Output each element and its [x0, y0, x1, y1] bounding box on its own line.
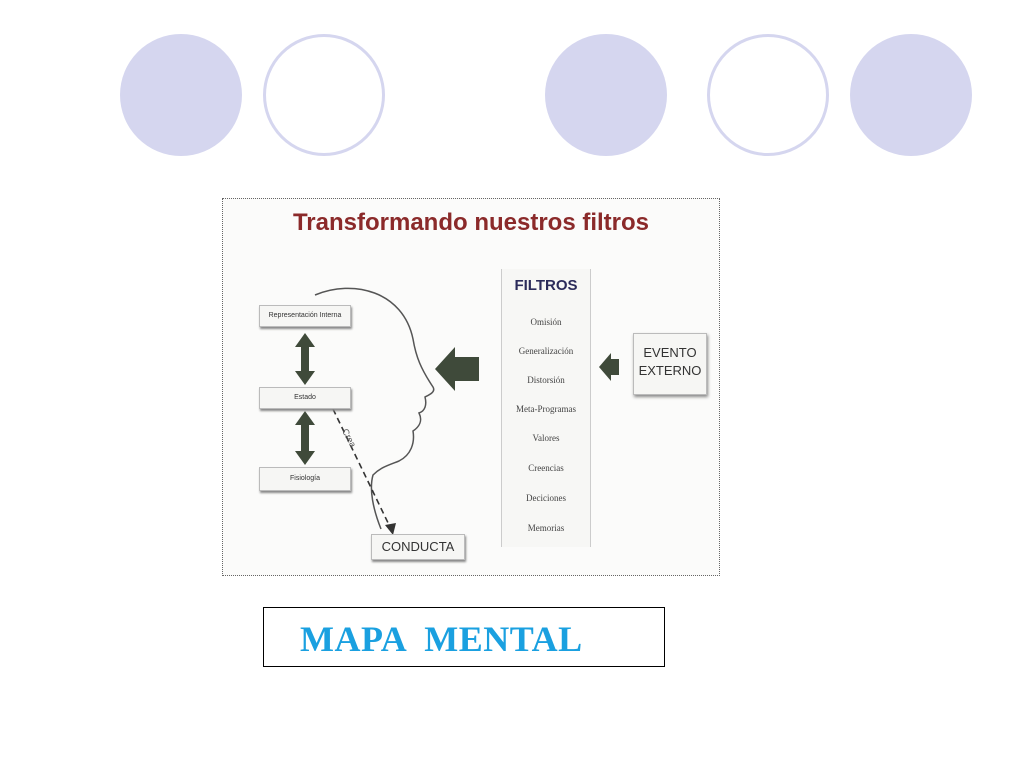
- caption-text: MAPA MENTAL: [300, 619, 583, 659]
- box-conducta: CONDUCTA: [371, 534, 465, 560]
- filtro-item: Deciciones: [526, 493, 566, 503]
- decorative-circle-2: [263, 34, 385, 156]
- double-arrow-lower: [295, 411, 315, 465]
- arrow-filtros-to-head: [435, 347, 479, 391]
- evento-line-1: EVENTO: [643, 345, 697, 360]
- box-fisiologia: Fisiología: [259, 467, 351, 491]
- caption-box: MAPA MENTAL: [263, 607, 665, 667]
- filtro-item: Creencias: [528, 463, 564, 473]
- filtro-item: Meta-Programas: [516, 404, 576, 414]
- box-estado: Estado: [259, 387, 351, 409]
- diagram-graphics: [295, 287, 619, 535]
- decorative-circle-4: [707, 34, 829, 156]
- filtro-item: Omisión: [530, 317, 562, 327]
- decorative-circle-3: [545, 34, 667, 156]
- filtros-heading: FILTROS: [514, 277, 578, 294]
- evento-line-2: EXTERNO: [638, 363, 702, 378]
- filtro-item: Memorias: [527, 523, 565, 533]
- double-arrow-upper: [295, 333, 315, 385]
- decorative-circle-1: [120, 34, 242, 156]
- dashed-arrow-head: [385, 523, 396, 535]
- head-profile-outline: [314, 287, 435, 530]
- box-representacion-interna: Representación Interna: [259, 305, 351, 327]
- filtro-item: Valores: [532, 433, 560, 443]
- box-representacion-label: Representación Interna: [268, 312, 342, 319]
- box-fisiologia-label: Fisiología: [290, 475, 320, 482]
- diagram-image: Transformando nuestros filtros Represent…: [222, 198, 720, 576]
- box-conducta-label: CONDUCTA: [381, 539, 455, 554]
- box-evento-externo: EVENTO EXTERNO: [633, 333, 707, 395]
- diagram-title: Transformando nuestros filtros: [292, 209, 650, 236]
- arrow-evento-to-filtros: [599, 353, 619, 381]
- box-estado-label: Estado: [294, 394, 316, 401]
- filtros-column: FILTROS Omisión Generalización Distorsió…: [501, 269, 591, 547]
- dashed-arrow-line: [332, 408, 392, 530]
- decorative-circle-5: [850, 34, 972, 156]
- filtro-item: Generalización: [518, 346, 574, 356]
- filtro-item: Distorsión: [527, 375, 565, 385]
